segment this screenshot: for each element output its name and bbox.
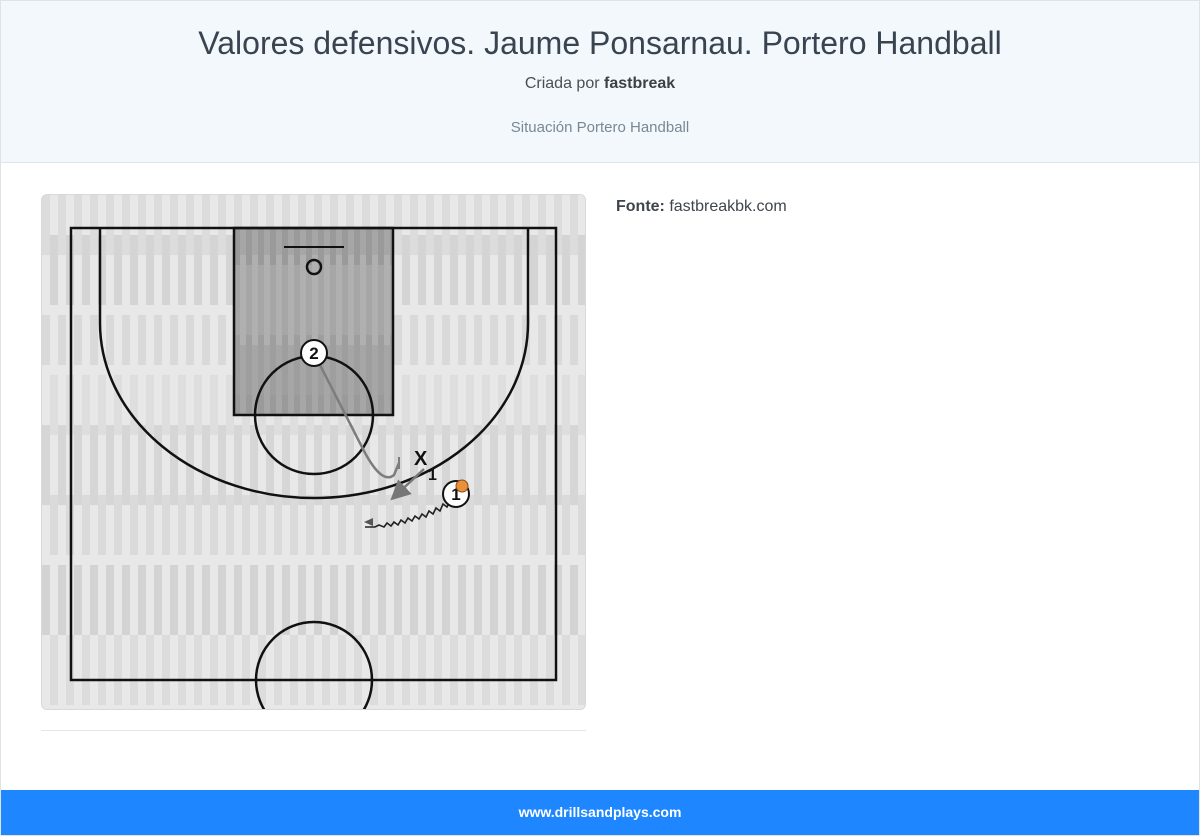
- defender-marker: X: [414, 448, 428, 470]
- center-circle: [254, 620, 374, 709]
- source-value: fastbreakbk.com: [669, 198, 787, 215]
- author-name[interactable]: fastbreak: [604, 75, 676, 92]
- defender-move-arrow: [390, 468, 425, 501]
- dribble-path: [365, 500, 451, 528]
- category-label[interactable]: Situación Portero Handball: [510, 119, 690, 136]
- page-header: Valores defensivos. Jaume Ponsarnau. Por…: [1, 1, 1199, 163]
- footer-bar: www.drillsandplays.com: [1, 790, 1199, 835]
- footer-link[interactable]: www.drillsandplays.com: [518, 804, 682, 820]
- content-divider: [41, 730, 586, 731]
- author-line: Criada por fastbreak: [1, 75, 1199, 93]
- page-title: Valores defensivos. Jaume Ponsarnau. Por…: [198, 25, 1002, 61]
- source-label: Fonte:: [616, 198, 665, 215]
- three-point-line: [98, 228, 530, 500]
- basket: [305, 258, 323, 276]
- defender-label: 1: [428, 467, 437, 484]
- player-1[interactable]: 1: [442, 479, 470, 508]
- source-line: Fonte: fastbreakbk.com: [616, 198, 787, 216]
- dribble-arrowhead: [364, 518, 373, 526]
- defender-x1[interactable]: X 1: [414, 448, 437, 484]
- court-diagram: X 1 2 1: [42, 195, 585, 709]
- court-boundary: [69, 226, 558, 682]
- cut-path: [318, 364, 401, 479]
- paint-area: [232, 226, 395, 417]
- ball-icon: [455, 479, 469, 493]
- player-2-label: 2: [309, 344, 318, 363]
- player-2[interactable]: 2: [300, 339, 328, 367]
- play-diagram: X 1 2 1: [41, 194, 586, 710]
- author-prefix: Criada por: [524, 75, 600, 92]
- player-1-label: 1: [451, 485, 460, 504]
